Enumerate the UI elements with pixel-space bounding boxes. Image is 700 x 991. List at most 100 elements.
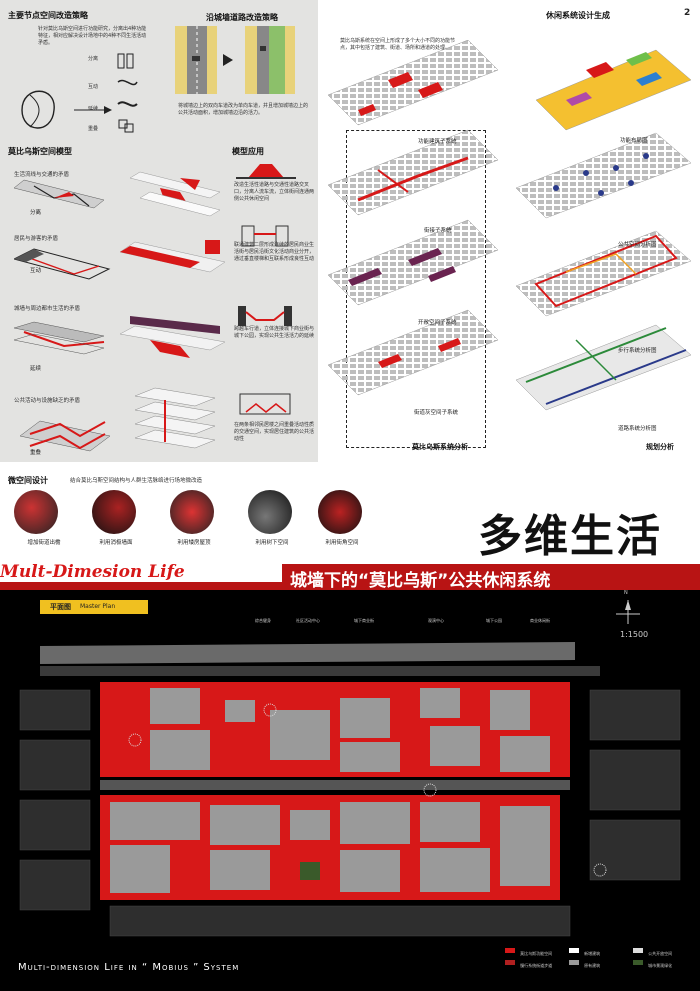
apply-diagram-1 <box>129 171 221 217</box>
legend-label: 公共开放空间 <box>648 951 673 956</box>
subsystem-caption: 功能建筑子系统 <box>418 139 457 145</box>
plan-top-label: 城下公园 <box>486 618 502 623</box>
script-title: Mult-Dimesion Life <box>0 562 185 582</box>
plan-analysis-caption: 规划分析 <box>646 443 674 451</box>
analysis-caption: 公共空间分析图 <box>618 242 657 248</box>
subtitle-bar-left <box>0 582 282 590</box>
node-strategy-desc: 针对莫比乌斯空间进行功能研究，分离出4种功能特征，相对应解决设计场地中的4种不同… <box>38 26 147 46</box>
legend-label: 慢行系统街道步道 <box>520 963 553 968</box>
node-label: 互动 <box>88 84 99 90</box>
plan-top-label: 商业休闲街 <box>530 618 550 623</box>
micro-thumb-2 <box>92 490 136 534</box>
mobius-caption: 莫比乌斯系统分析 <box>412 443 468 451</box>
subsystem-caption: 开敞空间子系统 <box>418 320 457 326</box>
micro-thumb-1 <box>14 490 58 534</box>
conflict-title: 城墙与周边都市生活的矛盾 <box>14 306 81 312</box>
left-panel: 主要节点空间改造策略 针对莫比乌斯空间进行功能研究，分离出4种功能特征，相对应解… <box>0 0 318 462</box>
section-icon-1 <box>236 164 296 179</box>
conflict-desc: 跨越车行道，立体连接城下商业街与城下公园，实现公共生活活力的延续 <box>234 326 315 339</box>
model-title: 莫比乌斯空间模型 <box>8 147 72 156</box>
plan-title-box: 平面图 Master Plan <box>40 600 148 614</box>
legend-label: 新增建筑 <box>584 951 601 956</box>
mobius-loop-icon <box>21 90 112 129</box>
leisure-system-title: 休闲系统设计生成 <box>546 11 610 20</box>
section-icon-3 <box>238 306 292 326</box>
model-diagram-3 <box>14 321 105 355</box>
page-number: 2 <box>684 8 691 18</box>
plan-footer: Multi-dimension Life in “ Mobius ” Syste… <box>18 962 240 973</box>
micro-item: 利用矮房屋顶 <box>177 540 211 546</box>
legend-swatch <box>633 960 643 965</box>
plan-top-label: 综合健身 <box>255 618 271 623</box>
conflict-desc: 改造生活性道路与交通性道路交叉口，分离人流车流，立体街间连通两侧公共休闲空间 <box>234 182 315 202</box>
micro-thumb-4 <box>248 490 292 534</box>
north-label: N <box>624 590 628 596</box>
subsystem-caption: 街道灰空间子系统 <box>414 410 459 416</box>
legend-swatch <box>633 948 643 953</box>
node-label: 延续 <box>88 106 99 112</box>
micro-thumb-3 <box>170 490 214 534</box>
micro-title: 微空间设计 <box>8 476 48 485</box>
north-arrow-icon <box>616 600 640 624</box>
legend-label: 城市景观绿化 <box>648 963 673 968</box>
conflict-title: 居民与游客的矛盾 <box>14 236 59 242</box>
function-glyphs-icon <box>117 53 138 133</box>
micro-item: 增加街道出檐 <box>27 540 61 546</box>
master-plan: 平面图 Master Plan N 1:1500 综合健身 社区活动中心 城下商… <box>0 590 700 991</box>
micro-item: 利用街角空间 <box>325 540 359 546</box>
plan-title-en: Master Plan <box>80 603 116 610</box>
analysis-caption: 步行系统分析图 <box>618 348 657 354</box>
apply-title: 模型应用 <box>232 147 264 156</box>
legend-label: 莫比乌斯功能空间 <box>520 951 553 956</box>
analysis-caption: 功能布局图 <box>620 138 648 144</box>
wall-road-desc: 将城墙边上的双向车道改为单向车道，并且增加城墙边上的公共活动面积，增加城墙边沿的… <box>178 103 309 116</box>
micro-item: 利用树下空间 <box>255 540 289 546</box>
micro-desc: 结合莫比乌斯空间结构与人群生活脉络进行场地微改造 <box>70 478 203 484</box>
conflict-rows: 生活流线与交通的矛盾 分离 改造生活性道路与交通性道路交叉口，分离人流车流，立体… <box>0 160 318 460</box>
model-diagram-4 <box>20 420 111 452</box>
conflict-label: 延续 <box>30 366 42 372</box>
subtitle: 城墙下的“莫比乌斯”公共休闲系统 <box>290 571 551 591</box>
plan-title-cn: 平面图 <box>50 603 71 611</box>
model-diagram-2 <box>14 248 111 280</box>
section-icon-4 <box>239 393 291 415</box>
subtitle-bar <box>282 564 700 590</box>
plan-scale: 1:1500 <box>620 630 649 639</box>
node-label: 分离 <box>88 56 99 62</box>
plan-top-label: 城下商业街 <box>354 618 374 623</box>
plan-drawing <box>19 642 681 937</box>
main-title: 多维生活 <box>478 511 662 562</box>
apply-diagram-2 <box>120 240 226 273</box>
model-diagram-1 <box>14 179 105 209</box>
script-title-box: Mult-Dimesion Life <box>0 562 230 582</box>
legend-swatch <box>505 948 515 953</box>
legend-swatch <box>505 960 515 965</box>
conflict-desc: 在两条相邻民居楼之间重叠活动性质的交通空间，实现居住建筑的公共活动性 <box>234 422 315 442</box>
conflict-desc: 联通建筑二层形成连续的居民商业生活街与居民沿街文化活动商业分开，通过垂直楼梯和互… <box>234 242 315 262</box>
legend-swatch <box>569 948 579 953</box>
conflict-label: 重叠 <box>30 450 42 456</box>
conflict-title: 生活流线与交通的矛盾 <box>14 172 70 178</box>
conflict-title: 公共活动与设施缺乏的矛盾 <box>14 398 81 404</box>
road-strategy-diagram <box>165 26 310 94</box>
plan-top-label: 观演中心 <box>428 618 444 623</box>
node-label: 重叠 <box>88 126 99 132</box>
analysis-maps <box>515 49 692 411</box>
right-panel: 休闲系统设计生成 2 莫比乌斯系统在空间上形成了多个大小不同的功能节点，其中包括… <box>318 0 700 462</box>
apply-diagram-3 <box>120 316 226 358</box>
wall-road-title: 沿城墙道路改造策略 <box>206 13 278 22</box>
mobius-subsystem-maps <box>327 40 499 396</box>
legend-swatch <box>569 960 579 965</box>
subsystem-caption: 街接子系统 <box>424 228 452 234</box>
section-icon-2 <box>241 225 289 247</box>
analysis-caption: 道路系统分析图 <box>618 426 657 432</box>
micro-item: 利用消极墙面 <box>99 540 133 546</box>
apply-diagram-4 <box>134 387 216 449</box>
node-strategy-title: 主要节点空间改造策略 <box>8 11 88 20</box>
plan-top-label: 社区活动中心 <box>296 618 320 623</box>
legend-label: 原有建筑 <box>584 963 601 968</box>
mobius-intro: 莫比乌斯系统在空间上形成了多个大小不同的功能节点，其中包括了建筑、街道、场所和通… <box>340 38 456 51</box>
conflict-label: 互动 <box>30 268 42 274</box>
conflict-label: 分离 <box>30 210 42 216</box>
micro-thumb-5 <box>318 490 362 534</box>
